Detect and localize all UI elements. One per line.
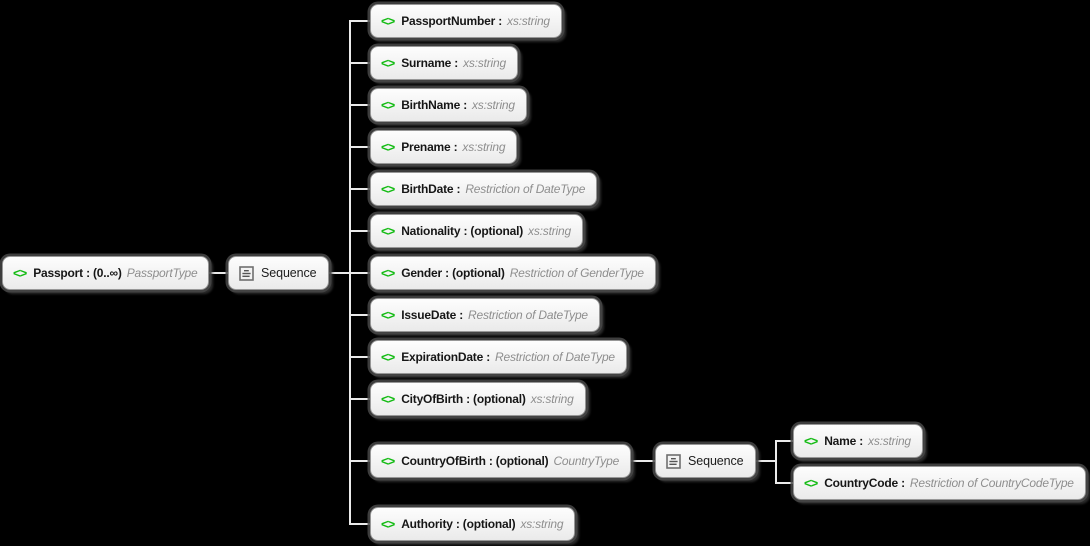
element-icon: <>	[381, 349, 395, 364]
element-label: CountryCode :	[824, 476, 905, 490]
element-type: Restriction of GenderType	[509, 266, 644, 280]
element-label: CityOfBirth : (optional)	[401, 392, 526, 406]
element-type: xs:string	[530, 392, 574, 406]
element-label: ExpirationDate :	[401, 350, 491, 364]
element-icon: <>	[381, 265, 395, 280]
connector-root-to-sequence	[200, 272, 235, 274]
element-icon: <>	[381, 55, 395, 70]
element-type: xs:string	[472, 98, 515, 112]
element-node-gender[interactable]: <> Gender : (optional) Restriction of Ge…	[370, 256, 656, 290]
element-icon: <>	[381, 139, 395, 154]
connector-stub	[349, 104, 375, 106]
element-label: Surname :	[401, 56, 459, 70]
connector-stub	[349, 523, 375, 525]
element-icon: <>	[381, 97, 395, 112]
connector-stub	[775, 440, 799, 442]
element-type: Restriction of DateType	[468, 308, 588, 322]
element-type: xs:string	[528, 224, 571, 238]
sequence-icon	[666, 453, 681, 469]
element-node-nationality[interactable]: <> Nationality : (optional) xs:string	[370, 214, 583, 248]
element-node-prename[interactable]: <> Prename : xs:string	[370, 130, 518, 164]
element-node-name[interactable]: <> Name : xs:string	[793, 424, 923, 458]
element-icon: <>	[381, 181, 395, 196]
connector-sequence2-to-trunk	[748, 460, 777, 462]
element-type: xs:string	[868, 434, 911, 448]
connector-stub	[349, 314, 375, 316]
element-label: BirthDate :	[401, 182, 461, 196]
connector-stub	[349, 272, 375, 274]
element-node-cityofbirth[interactable]: <> CityOfBirth : (optional) xs:string	[370, 382, 586, 416]
element-type: Restriction of DateType	[465, 182, 586, 196]
connector-stub	[349, 62, 375, 64]
element-icon: <>	[381, 453, 395, 468]
sequence-icon	[239, 265, 254, 281]
connector-stub	[775, 482, 799, 484]
element-icon: <>	[381, 391, 395, 406]
connector-stub	[349, 188, 375, 190]
element-node-authority[interactable]: <> Authority : (optional) xs:string	[370, 507, 576, 541]
element-label: Prename :	[401, 140, 458, 154]
element-label: BirthName :	[401, 98, 467, 112]
connector-stub	[349, 356, 375, 358]
element-type: Restriction of CountryCodeType	[909, 476, 1074, 490]
element-icon: <>	[381, 223, 395, 238]
element-icon: <>	[804, 475, 818, 490]
element-icon: <>	[13, 265, 27, 280]
element-type: xs:string	[507, 14, 550, 28]
element-label: Gender : (optional)	[401, 266, 505, 280]
sequence-label: Sequence	[688, 454, 744, 468]
element-icon: <>	[381, 307, 395, 322]
element-node-issuedate[interactable]: <> IssueDate : Restriction of DateType	[370, 298, 600, 332]
sequence-node-countrytype[interactable]: Sequence	[655, 444, 756, 478]
element-label: IssueDate :	[401, 308, 464, 322]
connector-sequence-to-trunk	[318, 272, 351, 274]
element-type: Restriction of DateType	[495, 350, 615, 364]
element-icon: <>	[804, 433, 818, 448]
element-icon: <>	[381, 516, 395, 531]
element-node-surname[interactable]: <> Surname : xs:string	[370, 46, 518, 80]
connector-stub	[349, 398, 375, 400]
sequence-node[interactable]: Sequence	[228, 256, 329, 290]
element-type: xs:string	[462, 140, 506, 154]
element-type: xs:string	[520, 517, 564, 531]
element-type: CountryType	[553, 454, 620, 468]
element-icon: <>	[381, 13, 395, 28]
element-node-birthdate[interactable]: <> BirthDate : Restriction of DateType	[370, 172, 598, 206]
connector-stub	[349, 230, 375, 232]
connector-stub	[349, 460, 375, 462]
sequence-label: Sequence	[261, 266, 317, 280]
element-label: Nationality : (optional)	[401, 224, 524, 238]
element-node-expirationdate[interactable]: <> ExpirationDate : Restriction of DateT…	[370, 340, 627, 374]
element-node-countrycode[interactable]: <> CountryCode : Restriction of CountryC…	[793, 466, 1086, 500]
element-node-countryofbirth[interactable]: <> CountryOfBirth : (optional) CountryTy…	[370, 444, 632, 478]
element-node-birthname[interactable]: <> BirthName : xs:string	[370, 88, 527, 122]
element-label: CountryOfBirth : (optional)	[401, 454, 549, 468]
connector-stub	[349, 20, 375, 22]
element-label: Name :	[824, 434, 864, 448]
element-label: Passport : (0..∞)	[33, 266, 122, 280]
element-type: PassportType	[126, 266, 198, 280]
element-type: xs:string	[463, 56, 506, 70]
element-node-passport[interactable]: <> Passport : (0..∞) PassportType	[2, 256, 210, 290]
element-node-passportnumber[interactable]: <> PassportNumber : xs:string	[370, 4, 562, 38]
connector-stub	[349, 146, 375, 148]
connector-trunk2	[775, 440, 777, 484]
element-label: PassportNumber :	[401, 14, 503, 28]
element-label: Authority : (optional)	[401, 517, 516, 531]
